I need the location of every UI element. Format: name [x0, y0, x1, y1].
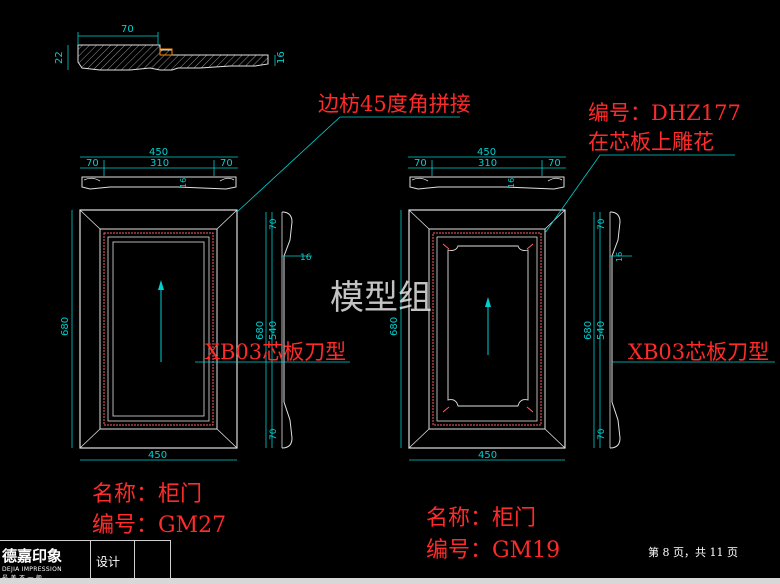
- left-rail-450: 450: [149, 147, 168, 158]
- code-note-line2: 在芯板上雕花: [588, 130, 714, 154]
- right-side-section: 70 680 540 70 16: [583, 211, 632, 449]
- left-profile-note: XB03芯板刀型: [205, 340, 347, 364]
- left-side-70b: 70: [269, 428, 279, 440]
- design-label: 设计: [96, 555, 121, 569]
- joint-note: 边枋45度角拼接: [318, 92, 471, 116]
- left-door-name: 名称：柜门: [92, 482, 203, 507]
- right-rail-section: 450 70 310 70 16: [408, 147, 566, 190]
- company-name: 德嘉印象: [2, 547, 63, 565]
- right-door-name: 名称：柜门: [426, 506, 537, 531]
- right-profile-note: XB03芯板刀型: [628, 340, 770, 364]
- dim-top-70: 70: [121, 24, 134, 35]
- right-side-70b: 70: [597, 428, 607, 440]
- right-side-70a: 70: [597, 218, 607, 230]
- dim-top-22: 22: [54, 51, 65, 64]
- title-block: 德嘉印象 DEJIA IMPRESSION 最 美 不 一 般 设计: [0, 540, 171, 582]
- left-side-70a: 70: [269, 218, 279, 230]
- right-door-450: 450: [478, 450, 497, 461]
- right-rail-16: 16: [507, 178, 516, 188]
- left-side-680: 680: [255, 321, 266, 340]
- company-name-en: DEJIA IMPRESSION: [2, 566, 62, 573]
- left-door-front: 680 450: [60, 209, 238, 461]
- code-note-line1: 编号：DHZ177: [588, 101, 741, 125]
- right-rail-70b: 70: [548, 158, 561, 169]
- leader-lines: [195, 116, 775, 363]
- left-door-code: 编号：GM27: [92, 513, 227, 538]
- title-block-divider-2: [134, 541, 135, 581]
- title-block-divider-1: [90, 541, 91, 581]
- left-rail-section: 450 70 310 70 16: [80, 147, 238, 190]
- right-door-code: 编号：GM19: [426, 538, 561, 563]
- left-rail-16: 16: [179, 178, 188, 188]
- left-rail-70a: 70: [86, 158, 99, 169]
- left-rail-70b: 70: [220, 158, 233, 169]
- page-info: 第 8 页，共 11 页: [648, 546, 738, 559]
- company-logo: 德嘉印象 DEJIA IMPRESSION 最 美 不 一 般: [2, 545, 90, 582]
- left-door-680: 680: [60, 317, 71, 336]
- right-side-680: 680: [583, 321, 594, 340]
- top-profile-section: 70 22 16: [54, 24, 287, 71]
- right-door-680: 680: [389, 317, 400, 336]
- right-door-front: 680 450: [389, 209, 566, 461]
- left-side-16: 16: [300, 253, 312, 263]
- bottom-status-strip: [0, 578, 780, 584]
- right-rail-70a: 70: [414, 158, 427, 169]
- watermark: 模型组: [330, 278, 432, 318]
- right-side-16: 16: [615, 252, 624, 262]
- right-rail-450: 450: [477, 147, 496, 158]
- left-rail-310: 310: [150, 158, 169, 169]
- left-door-450: 450: [148, 450, 167, 461]
- right-rail-310: 310: [478, 158, 497, 169]
- left-side-section: 70 680 540 70 16: [255, 211, 312, 449]
- dim-top-16: 16: [276, 51, 287, 64]
- right-side-540: 540: [596, 321, 607, 340]
- left-side-540: 540: [268, 321, 279, 340]
